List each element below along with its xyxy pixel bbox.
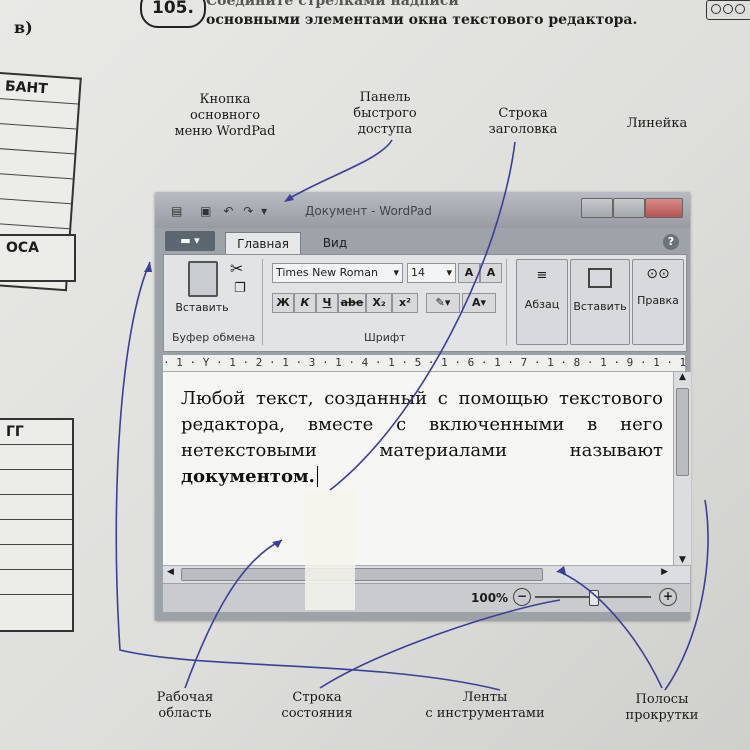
wordpad-window: ▤ ▣ ↶ ↷ ▾ Документ - WordPad ▬ ▾ Главная… [155,192,691,620]
status-bar: 100% − + [163,584,690,612]
insert-button[interactable]: Вставить [570,259,630,345]
tape-strip [305,490,355,610]
font-size-select[interactable]: 14▾ [407,263,456,283]
underline-button[interactable]: Ч [316,293,338,313]
quick-access-toolbar[interactable]: ▤ ▣ ↶ ↷ ▾ [171,204,267,218]
cut-icon[interactable]: ✂ [230,259,244,278]
help-icon[interactable]: ? [663,234,679,250]
ribbon: ✂ ❐ Вставить Буфер обмена Times New Roma… [163,254,687,352]
scroll-down-icon[interactable]: ▼ [679,555,686,565]
edit-button[interactable]: ⊙⊙ Правка [632,259,684,345]
task-line-2: основными элементами окна текстового ред… [206,12,638,28]
section-letter: в) [14,18,33,37]
task-line-1: Соедините стрелками надписи [206,0,459,9]
horizontal-scroll-thumb[interactable] [181,568,543,581]
save-icon[interactable]: ▣ [200,204,212,218]
arrow-ribbons [115,261,501,691]
redo-icon[interactable]: ↷ [243,204,254,218]
scroll-right-icon[interactable]: ▶ [661,567,668,577]
document-paragraph: Любой текст, созданный с помощью текстов… [181,388,663,461]
window-title: Документ - WordPad [305,204,432,218]
arrow-title-bar [329,141,516,491]
clipboard-group-label: Буфер обмена [172,331,256,344]
ruler[interactable]: · 1 · Y · 1 · 2 · 1 · 3 · 1 · 4 · 1 · 5 … [163,355,685,372]
arrow-quick-access [289,139,393,199]
answer-box-3-title: ГГ [6,424,24,440]
arrow-work-area [184,539,283,689]
highlight-button[interactable]: ✎▾ [426,293,460,313]
vertical-scrollbar[interactable]: ▲ ▼ [673,372,691,565]
task-number: 105. [140,0,206,28]
document-text: Любой текст, созданный с помощью текстов… [181,386,663,490]
scroll-up-icon[interactable]: ▲ [679,372,686,382]
paragraph-icon: ≡ [536,268,548,283]
answer-box-2-title: ОСА [6,240,40,256]
answer-box-3: ГГ [0,418,74,632]
arrow-status-bar [319,599,561,689]
copy-icon[interactable]: ❐ [234,281,246,296]
maximize-button[interactable] [613,198,645,218]
tab-view[interactable]: Вид [322,236,348,250]
font-color-button[interactable]: A▾ [462,293,496,313]
corner-toggle-icon [706,0,750,20]
chevron-down-icon[interactable]: ▾ [261,204,268,218]
undo-icon[interactable]: ↶ [223,204,234,218]
strikethrough-button[interactable]: abe [338,293,366,313]
paste-button[interactable]: Вставить [175,301,229,314]
app-icon: ▤ [171,204,183,218]
subscript-button[interactable]: X₂ [366,293,392,313]
bold-button[interactable]: Ж [272,293,294,313]
vertical-scroll-thumb[interactable] [676,388,689,476]
superscript-button[interactable]: x² [392,293,418,313]
document-work-area[interactable]: Любой текст, созданный с помощью текстов… [163,372,673,565]
scroll-left-icon[interactable]: ◀ [167,567,174,577]
italic-button[interactable]: К [294,293,316,313]
answer-box-2: ОСА [0,234,76,282]
clipboard-icon[interactable] [188,261,218,297]
zoom-level: 100% [471,591,509,605]
task-text: Соедините стрелками надписи основными эл… [206,0,646,30]
tab-home[interactable]: Главная [225,232,301,255]
arrow-scrollbar-v [664,499,709,691]
minimize-button[interactable] [581,198,613,218]
font-group-label: Шрифт [364,331,406,344]
zoom-out-icon[interactable]: − [513,588,531,606]
app-menu-button[interactable]: ▬ ▾ [165,231,215,251]
shrink-font-button[interactable]: A [480,263,502,283]
callout-ruler: Линейка [626,116,688,131]
arrow-scrollbar-h [559,571,663,689]
binoculars-icon: ⊙⊙ [646,266,670,282]
picture-icon [588,268,612,288]
document-bold-word: документом. [181,466,315,487]
close-button[interactable] [645,198,683,218]
paragraph-button[interactable]: ≡ Абзац [516,259,568,345]
zoom-in-icon[interactable]: + [659,588,677,606]
font-name-select[interactable]: Times New Roman▾ [272,263,403,283]
horizontal-scrollbar[interactable]: ◀ ▶ [163,565,690,583]
